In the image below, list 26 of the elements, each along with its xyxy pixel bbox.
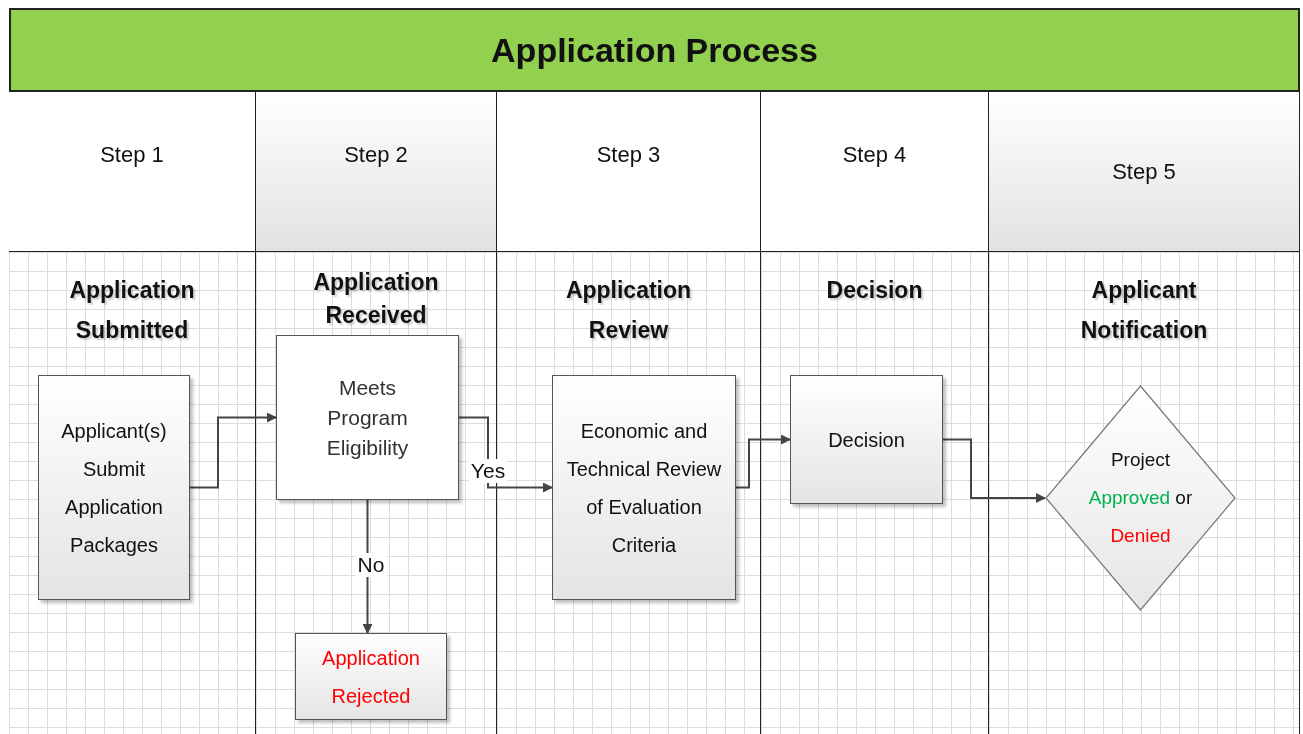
lane-heading: Application Submitted (68, 276, 196, 345)
process-box (295, 633, 447, 720)
step-header: Step 1 (9, 92, 255, 252)
node-text: Application Rejected (321, 645, 421, 709)
swimlane (989, 92, 1300, 734)
lane-heading: Application Received (312, 268, 440, 330)
process-box (276, 335, 459, 500)
arrow (735, 434, 791, 489)
edge-label: Yes (468, 459, 508, 483)
lane-heading: Applicant Notification (1079, 276, 1209, 345)
lane-heading: Application Review (564, 276, 693, 345)
arrow (942, 438, 1046, 503)
node-text: Decision (828, 427, 905, 453)
process-box (38, 375, 190, 600)
process-box (790, 375, 943, 504)
swimlane (761, 92, 989, 734)
node-text: Meets Program Eligibility (325, 374, 410, 461)
node-text: Applicant(s) Submit Application Packages (60, 418, 168, 558)
node-text: Economic and Technical Review of Evaluation Criteria (565, 418, 723, 558)
node-text: Project Approved or Denied (1087, 448, 1194, 548)
title-banner: Application Process (9, 8, 1300, 92)
edge-label: No (355, 553, 387, 577)
arrow (189, 412, 277, 489)
lane-heading: Decision (825, 276, 924, 305)
swimlane (9, 92, 256, 734)
process-box (552, 375, 736, 600)
